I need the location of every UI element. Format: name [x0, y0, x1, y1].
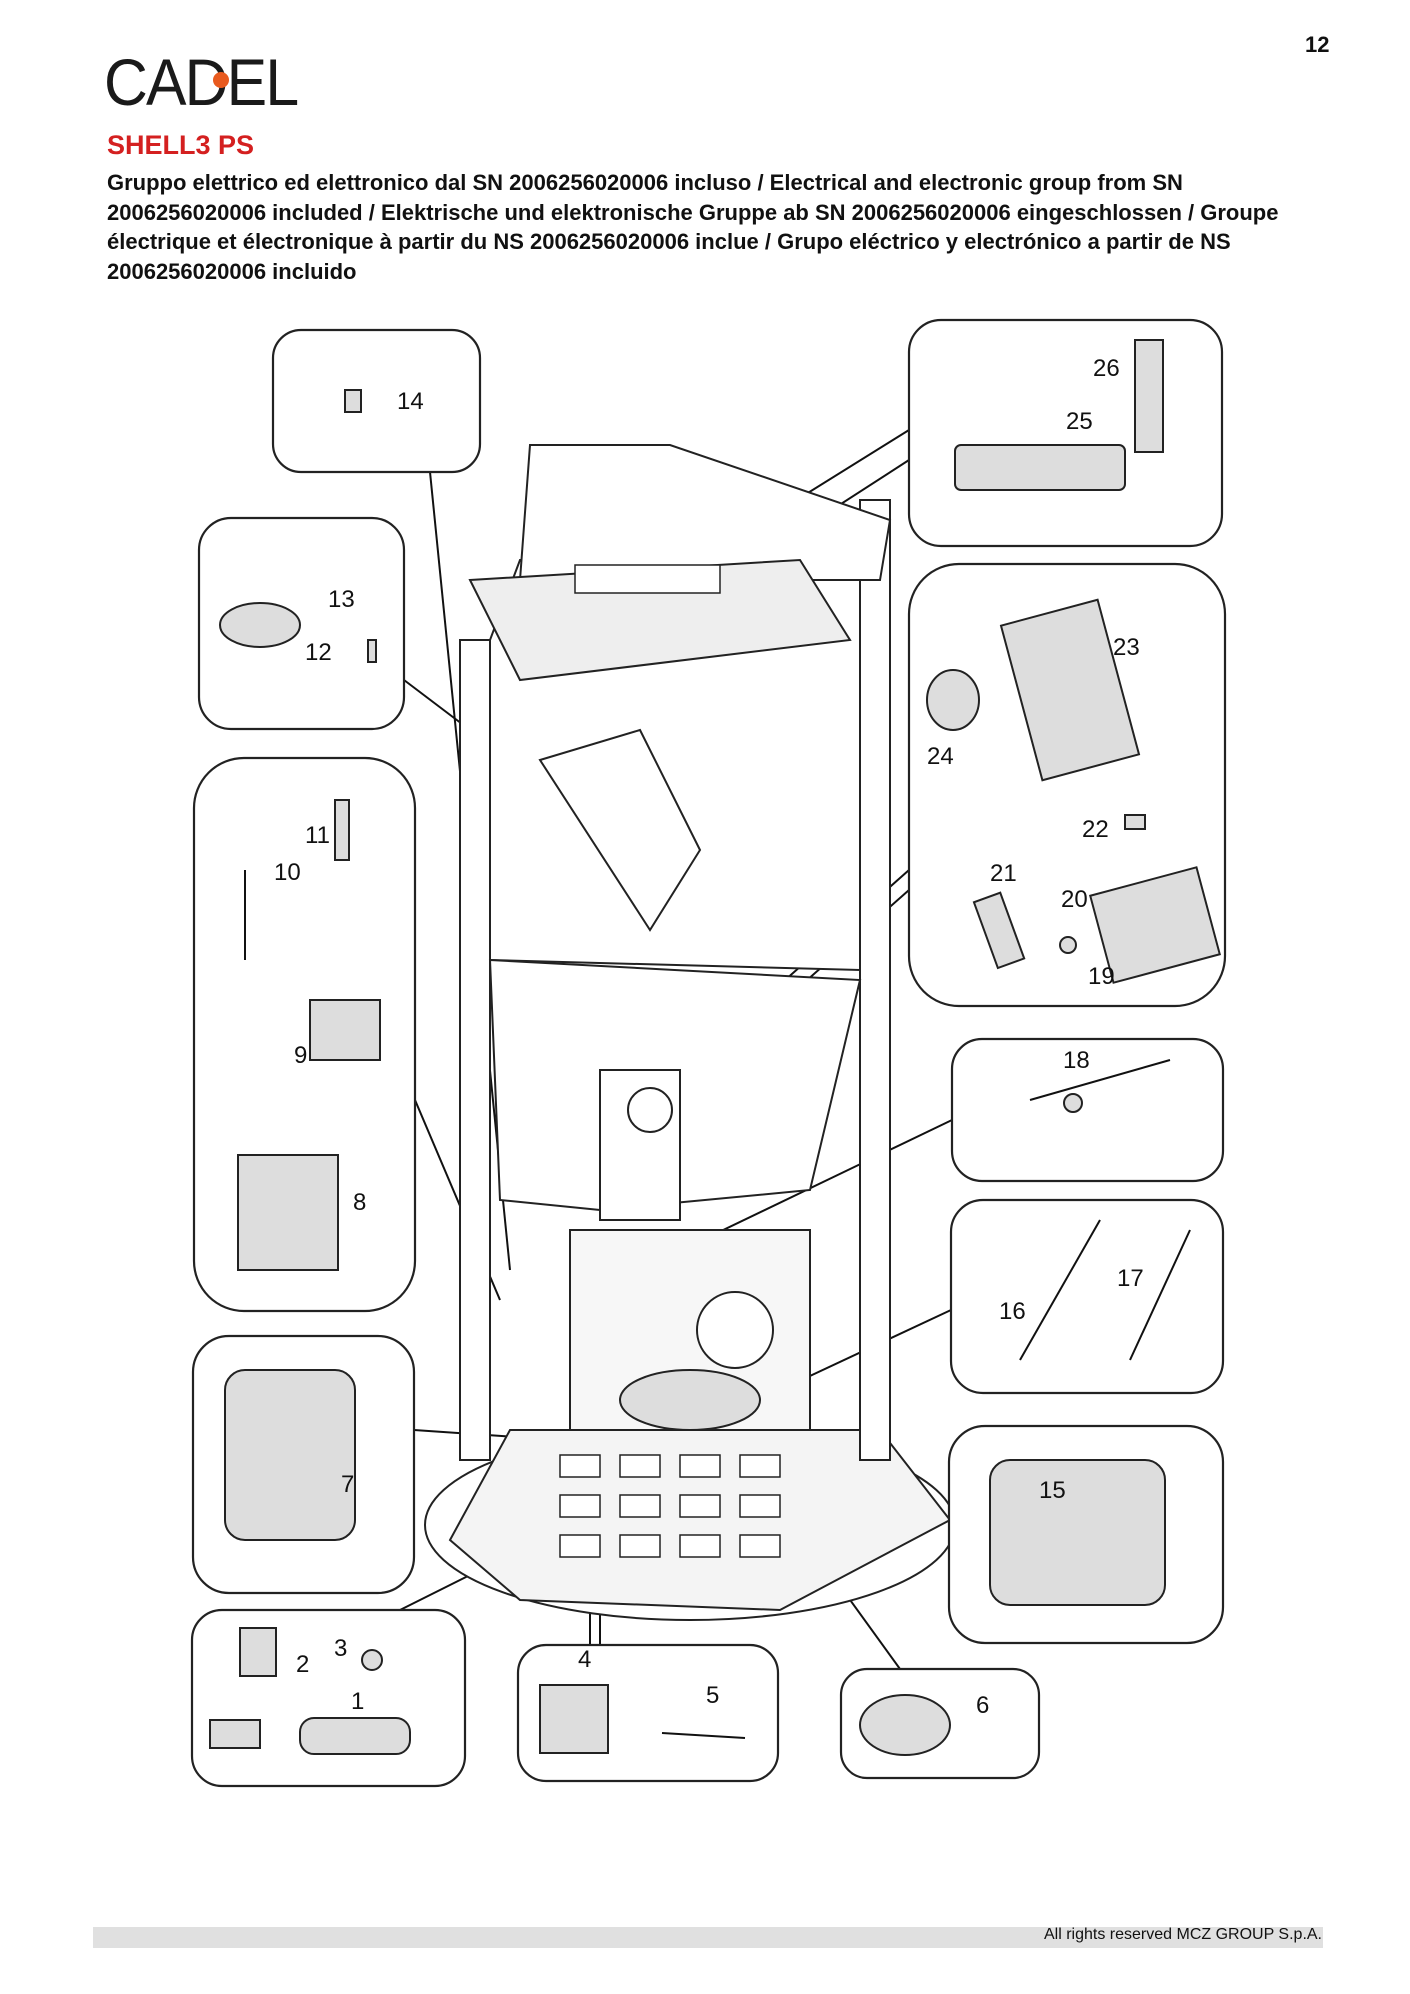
- part-label-7: 7: [341, 1471, 354, 1498]
- part-label-26: 26: [1093, 355, 1120, 382]
- page-title: SHELL3 PS: [107, 130, 255, 160]
- part-label-17: 17: [1117, 1265, 1144, 1292]
- part-label-4: 4: [578, 1646, 591, 1673]
- page-description: Gruppo elettrico ed elettronico dal SN 2…: [107, 170, 1279, 284]
- footer-bar: [93, 1927, 1323, 1948]
- part-label-24: 24: [927, 743, 954, 770]
- stove-body: [424, 444, 956, 1621]
- callout-box-16-17: [949, 1198, 1225, 1395]
- part-label-20: 20: [1061, 886, 1088, 913]
- part-label-11: 11: [305, 822, 330, 849]
- part-label-13: 13: [328, 586, 355, 613]
- page-number: 12: [1305, 32, 1330, 57]
- part-label-19: 19: [1088, 963, 1115, 990]
- part-label-12: 12: [305, 639, 332, 666]
- callout-box-12-13: [197, 516, 406, 731]
- footer-copyright: All rights reserved MCZ GROUP S.p.A.: [1044, 1926, 1322, 1943]
- part-label-22: 22: [1082, 816, 1109, 843]
- part-label-8: 8: [353, 1189, 366, 1216]
- logo-text: CADEL: [104, 45, 299, 119]
- part-label-23: 23: [1113, 634, 1140, 661]
- part-label-18: 18: [1063, 1047, 1090, 1074]
- part-drawings: [209, 339, 1221, 1756]
- part-label-25: 25: [1066, 408, 1093, 435]
- part-label-3: 3: [334, 1635, 347, 1662]
- part-label-10: 10: [274, 859, 301, 886]
- part-label-16: 16: [999, 1298, 1026, 1325]
- part-label-14: 14: [397, 388, 424, 415]
- part-label-2: 2: [296, 1651, 309, 1678]
- callout-box-18: [950, 1037, 1225, 1183]
- callout-box-14: [271, 328, 482, 474]
- part-label-15: 15: [1039, 1477, 1066, 1504]
- part-label-21: 21: [990, 860, 1017, 887]
- part-label-1: 1: [351, 1688, 364, 1715]
- part-label-9: 9: [294, 1042, 307, 1069]
- logo-dot: [213, 72, 229, 88]
- part-label-6: 6: [976, 1692, 989, 1719]
- part-label-5: 5: [706, 1682, 719, 1709]
- callout-box-1-3: [190, 1608, 467, 1788]
- part-labels: 14 26 25 13 12 23 24 22 21 20 19 11 10 9…: [274, 355, 1144, 1719]
